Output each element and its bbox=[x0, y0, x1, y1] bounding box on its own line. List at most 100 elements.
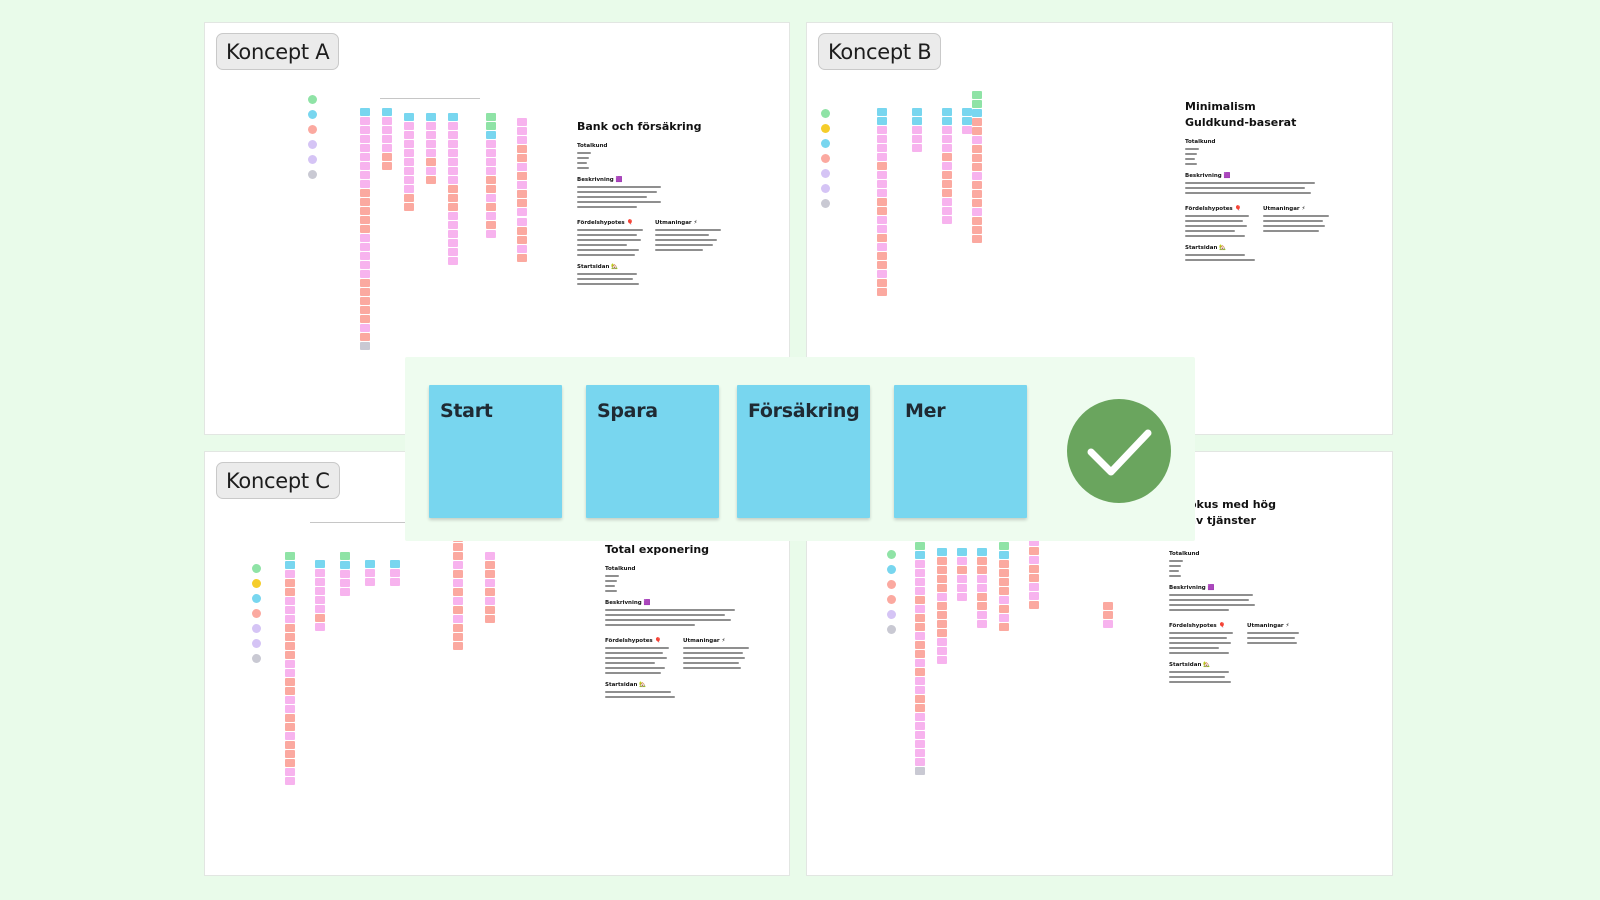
sitemap-column bbox=[360, 108, 370, 351]
sticky-note bbox=[448, 230, 458, 238]
sticky-note bbox=[315, 560, 325, 568]
sticky-note bbox=[360, 225, 370, 233]
sticky-note bbox=[360, 180, 370, 188]
sticky-note bbox=[877, 162, 887, 170]
sticky-note bbox=[999, 569, 1009, 577]
sticky-note bbox=[285, 768, 295, 776]
sticky-note bbox=[915, 605, 925, 613]
sticky-note bbox=[957, 557, 967, 565]
sticky-note bbox=[517, 199, 527, 207]
sticky-note bbox=[915, 704, 925, 712]
nav-card-start[interactable]: Start bbox=[429, 385, 562, 518]
sticky-note bbox=[453, 579, 463, 587]
concept-c-document: Total exponering Totalkund Beskrivning 🟪… bbox=[605, 542, 761, 698]
sitemap-column bbox=[977, 548, 987, 629]
sticky-note bbox=[877, 261, 887, 269]
sticky-note bbox=[285, 579, 295, 587]
sticky-note bbox=[877, 180, 887, 188]
sticky-note bbox=[453, 597, 463, 605]
concept-a-heading-totalkund: Totalkund bbox=[577, 143, 608, 149]
sticky-note bbox=[517, 136, 527, 144]
sticky-note bbox=[957, 575, 967, 583]
sticky-note bbox=[517, 118, 527, 126]
sitemap-dot bbox=[308, 125, 317, 134]
sticky-note bbox=[517, 190, 527, 198]
sticky-note bbox=[972, 118, 982, 126]
sticky-note bbox=[915, 677, 925, 685]
sitemap-column bbox=[486, 113, 496, 239]
sticky-note bbox=[285, 777, 295, 785]
sticky-note bbox=[360, 126, 370, 134]
sticky-note bbox=[315, 614, 325, 622]
sticky-note bbox=[448, 176, 458, 184]
sticky-note bbox=[404, 194, 414, 202]
sticky-note bbox=[999, 605, 1009, 613]
concept-d-title-line-1: l i fokus med hög bbox=[1169, 498, 1276, 511]
sticky-note bbox=[937, 647, 947, 655]
concept-d-heading-utmaningar: Utmaningar ⚡ bbox=[1247, 623, 1290, 629]
sticky-note bbox=[360, 306, 370, 314]
sticky-note bbox=[999, 587, 1009, 595]
sticky-note bbox=[937, 629, 947, 637]
sticky-note bbox=[1029, 547, 1039, 555]
sticky-note bbox=[977, 593, 987, 601]
sticky-note bbox=[360, 297, 370, 305]
sticky-note bbox=[972, 172, 982, 180]
concept-b-heading-utmaningar: Utmaningar ⚡ bbox=[1263, 206, 1306, 212]
sitemap-dot bbox=[887, 550, 896, 559]
concept-a-heading-fordelshypotes: Fördelshypotes 🎈 bbox=[577, 220, 634, 226]
sticky-note bbox=[972, 145, 982, 153]
sticky-note bbox=[486, 113, 496, 121]
sticky-note bbox=[453, 543, 463, 551]
sticky-note bbox=[877, 198, 887, 206]
nav-card-mer[interactable]: Mer bbox=[894, 385, 1027, 518]
sticky-note bbox=[915, 614, 925, 622]
sticky-note bbox=[360, 342, 370, 350]
sticky-note bbox=[285, 606, 295, 614]
sticky-note bbox=[972, 208, 982, 216]
sticky-note bbox=[485, 588, 495, 596]
sticky-note bbox=[315, 605, 325, 613]
sticky-note bbox=[942, 153, 952, 161]
sitemap-dot bbox=[821, 124, 830, 133]
sticky-note bbox=[453, 642, 463, 650]
sticky-note bbox=[942, 144, 952, 152]
sticky-note bbox=[360, 243, 370, 251]
sticky-note bbox=[877, 153, 887, 161]
sticky-note bbox=[360, 108, 370, 116]
nav-card-forsakring[interactable]: Försäkring bbox=[737, 385, 870, 518]
sticky-note bbox=[999, 551, 1009, 559]
concept-c-title: Total exponering bbox=[605, 543, 710, 556]
sticky-note bbox=[453, 552, 463, 560]
sticky-note bbox=[915, 758, 925, 766]
sticky-note bbox=[942, 126, 952, 134]
sticky-note bbox=[942, 189, 952, 197]
sticky-note bbox=[912, 108, 922, 116]
sitemap-dot bbox=[887, 625, 896, 634]
sticky-note bbox=[285, 732, 295, 740]
sticky-note bbox=[972, 163, 982, 171]
sticky-note bbox=[453, 615, 463, 623]
sticky-note bbox=[485, 615, 495, 623]
sticky-note bbox=[942, 171, 952, 179]
sticky-note bbox=[426, 122, 436, 130]
sitemap-column bbox=[1029, 538, 1039, 610]
sticky-note bbox=[937, 584, 947, 592]
sticky-note bbox=[485, 561, 495, 569]
sticky-note bbox=[972, 217, 982, 225]
sticky-note bbox=[1029, 556, 1039, 564]
sitemap-column bbox=[999, 542, 1009, 632]
sticky-note bbox=[448, 257, 458, 265]
sticky-note bbox=[382, 108, 392, 116]
nav-card-spara[interactable]: Spara bbox=[586, 385, 719, 518]
sticky-note bbox=[426, 149, 436, 157]
sticky-note bbox=[448, 185, 458, 193]
concept-a-label: Koncept A bbox=[216, 33, 340, 70]
sticky-note bbox=[486, 194, 496, 202]
sticky-note bbox=[915, 641, 925, 649]
sticky-note bbox=[942, 162, 952, 170]
sticky-note bbox=[448, 140, 458, 148]
sticky-note bbox=[360, 234, 370, 242]
sticky-note bbox=[937, 566, 947, 574]
sticky-note bbox=[340, 570, 350, 578]
